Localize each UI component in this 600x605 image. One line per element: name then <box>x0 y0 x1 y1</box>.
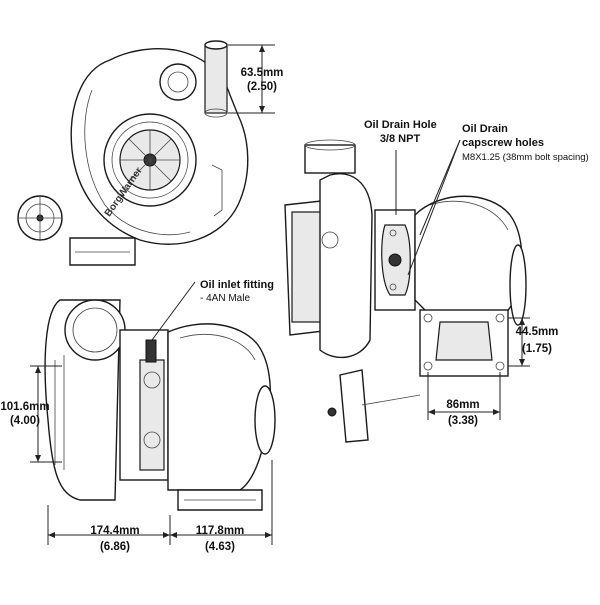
dim-flange-height-in: (1.75) <box>521 343 553 355</box>
drain-hole-callout-line1: Oil Drain Hole <box>364 119 437 131</box>
side-turbine-housing <box>167 323 271 491</box>
capscrew-callout-line3: M8X1.25 (38mm bolt spacing) <box>462 152 589 163</box>
dim-outlet-in: (2.50) <box>246 81 278 93</box>
capscrew-callout-line2: capscrew holes <box>462 137 544 149</box>
front-view <box>17 40 275 266</box>
side-compressor-outlet <box>64 299 126 361</box>
dim-outlet-mm: 63.5mm <box>240 67 284 79</box>
side-view <box>30 281 276 545</box>
drain-hole-callout-line2: 3/8 NPT <box>379 133 421 145</box>
compressor-outlet-pipe <box>204 44 228 114</box>
dim-flange-width-in: (3.38) <box>447 415 479 427</box>
capscrew-callout-line1: Oil Drain <box>462 123 508 135</box>
oil-inlet-fitting <box>145 339 157 363</box>
rear-compressor-outlet <box>304 144 356 174</box>
dim-width-right-mm: 117.8mm <box>195 525 245 537</box>
oil-inlet-callout-line1: Oil inlet fitting <box>200 279 274 291</box>
dim-height-in: (4.00) <box>9 415 41 427</box>
oil-inlet-callout-line2: - 4AN Male <box>200 293 251 304</box>
dim-flange-width-mm: 86mm <box>446 399 480 411</box>
oil-drain-hole <box>388 253 402 267</box>
wastegate-actuator <box>339 369 369 443</box>
actuator-boss <box>159 63 197 101</box>
dim-width-left-mm: 174.4mm <box>90 525 140 537</box>
dim-width-right-in: (4.63) <box>204 541 236 553</box>
rear-view <box>284 139 530 443</box>
dim-flange-height-mm: 44.5mm <box>515 326 559 338</box>
dim-height-mm: 101.6mm <box>0 401 50 413</box>
turbine-outlet <box>254 385 276 455</box>
dim-width-left-in: (6.86) <box>99 541 131 553</box>
